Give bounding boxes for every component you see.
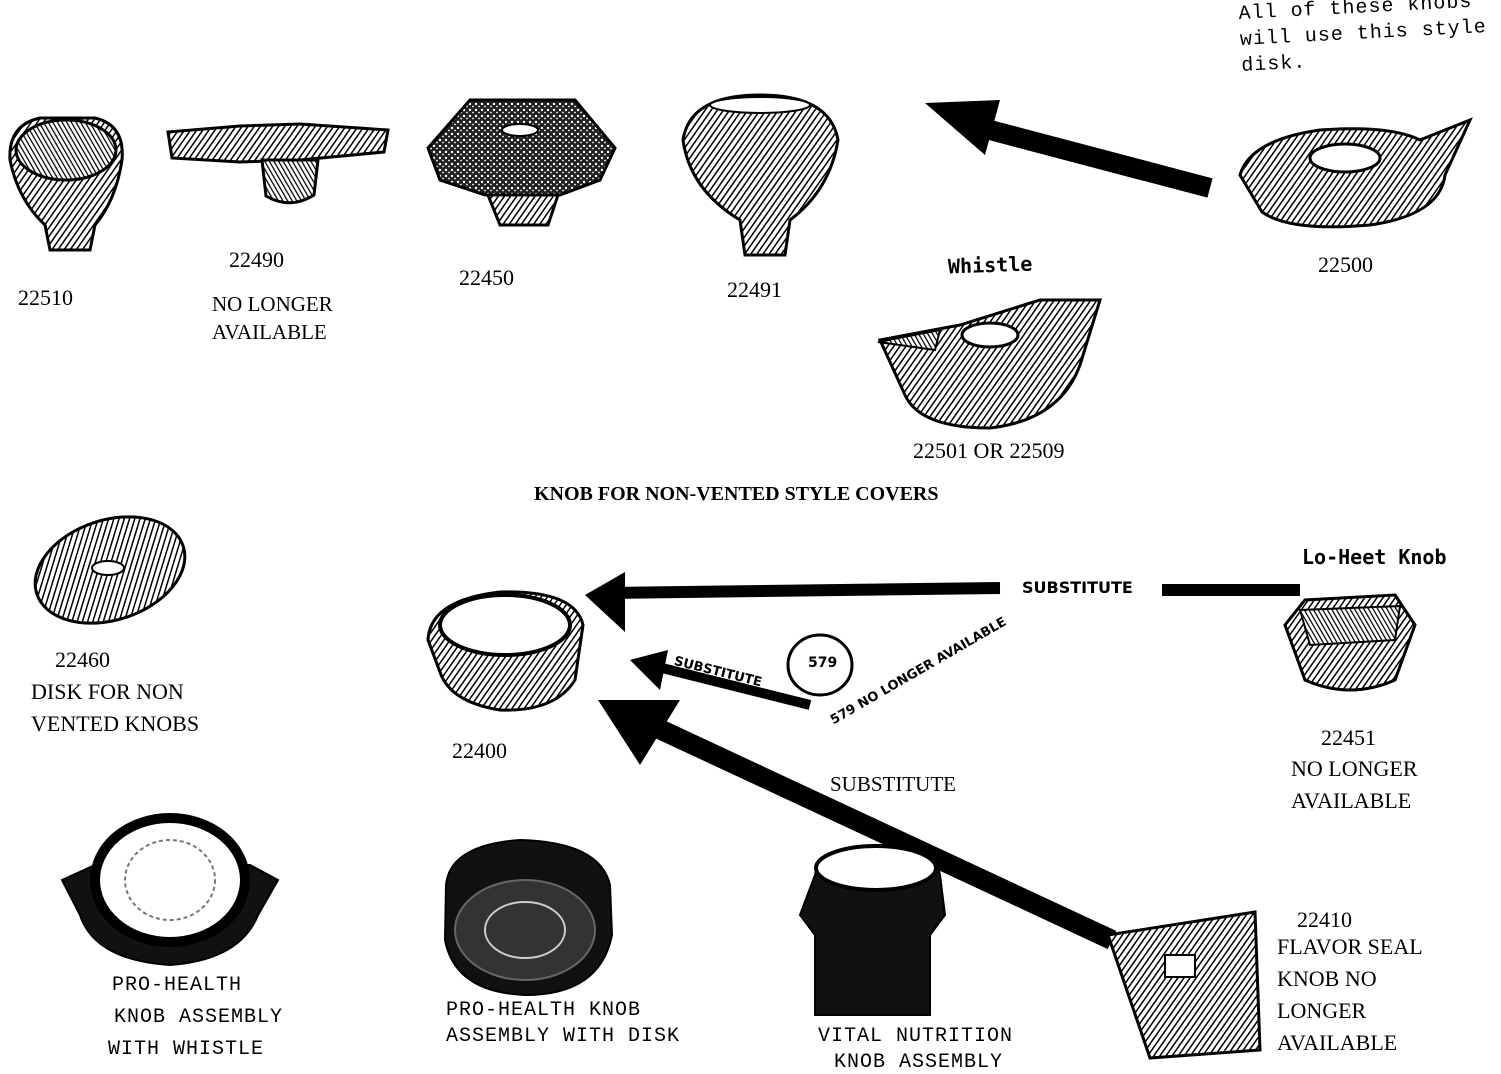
note-22460: DISK FOR NON VENTED KNOBS bbox=[31, 676, 199, 740]
caption-line: KNOB ASSEMBLY bbox=[834, 1051, 1004, 1074]
note-line: DISK FOR NON bbox=[31, 679, 184, 704]
caption-line: PRO-HEALTH bbox=[112, 974, 243, 997]
label-substitute-top: SUBSTITUTE bbox=[1022, 578, 1133, 597]
disk-22500-icon bbox=[1238, 117, 1473, 229]
caption-line: ASSEMBLY WITH DISK bbox=[446, 1025, 681, 1048]
note-line: KNOB NO bbox=[1277, 966, 1377, 991]
note-line: AVAILABLE bbox=[1277, 1030, 1398, 1055]
note-line: NO LONGER bbox=[212, 292, 333, 316]
label-22410: 22410 bbox=[1297, 907, 1352, 932]
label-substitute-mid: SUBSTITUTE bbox=[830, 772, 956, 796]
knob-22510-icon bbox=[8, 116, 124, 252]
label-22510: 22510 bbox=[18, 285, 73, 310]
knob-22450-icon bbox=[426, 98, 617, 227]
pro-health-disk-assembly-icon bbox=[443, 838, 614, 997]
arrow-22500-icon bbox=[925, 100, 1213, 198]
label-22451: 22451 bbox=[1321, 725, 1376, 750]
arrow-substitute-small-icon bbox=[630, 633, 854, 710]
note-line: NO LONGER bbox=[1291, 756, 1418, 781]
label-22501: 22501 OR 22509 bbox=[913, 438, 1065, 463]
label-22450: 22450 bbox=[459, 265, 514, 290]
caption-line: PRO-HEALTH KNOB bbox=[446, 999, 642, 1022]
knob-22400-icon bbox=[426, 590, 585, 712]
disk-22460-icon bbox=[33, 515, 187, 625]
disk-note: All of these knobs will use this style d… bbox=[1238, 0, 1489, 80]
knob-22491-icon bbox=[681, 93, 840, 257]
caption-line: VITAL NUTRITION bbox=[818, 1025, 1014, 1048]
caption-line: KNOB ASSEMBLY bbox=[114, 1006, 284, 1029]
label-22490: 22490 bbox=[229, 247, 284, 272]
knob-22490-icon bbox=[166, 122, 390, 205]
knob-22451-icon bbox=[1283, 593, 1417, 692]
caption-line: WITH WHISTLE bbox=[108, 1038, 265, 1061]
vital-nutrition-assembly-icon bbox=[798, 843, 947, 1016]
label-22491: 22491 bbox=[727, 277, 782, 302]
note-line: VENTED KNOBS bbox=[31, 711, 200, 736]
label-22500: 22500 bbox=[1318, 252, 1373, 277]
note-line: AVAILABLE bbox=[1291, 788, 1412, 813]
note-22451: NO LONGER AVAILABLE bbox=[1291, 753, 1418, 817]
caption-pro-health-disk: PRO-HEALTH KNOB ASSEMBLY WITH DISK bbox=[446, 998, 680, 1050]
knob-22410-icon bbox=[1106, 910, 1262, 1060]
label-whistle: Whistle bbox=[947, 251, 1033, 279]
arrow-substitute-top-icon bbox=[585, 572, 1300, 632]
note-line: FLAVOR SEAL bbox=[1277, 934, 1423, 959]
label-579: 579 bbox=[808, 655, 838, 671]
caption-pro-health-whistle: PRO-HEALTH KNOB ASSEMBLY WITH WHISTLE bbox=[108, 970, 283, 1066]
note-22410: FLAVOR SEAL KNOB NO LONGER AVAILABLE bbox=[1277, 931, 1423, 1059]
label-22460: 22460 bbox=[55, 647, 110, 672]
arrow-substitute-large-icon bbox=[598, 700, 1117, 950]
note-line: LONGER bbox=[1277, 998, 1367, 1023]
whistle-disk-22501-icon bbox=[877, 298, 1103, 430]
caption-vital-nutrition: VITAL NUTRITION KNOB ASSEMBLY bbox=[818, 1024, 1013, 1074]
label-22400: 22400 bbox=[452, 738, 507, 763]
note-22490: NO LONGER AVAILABLE bbox=[212, 290, 333, 346]
label-lo-heet: Lo-Heet Knob bbox=[1302, 545, 1447, 569]
pro-health-whistle-assembly-icon bbox=[60, 813, 280, 967]
note-line: AVAILABLE bbox=[212, 320, 327, 344]
section-heading: KNOB FOR NON-VENTED STYLE COVERS bbox=[534, 483, 939, 505]
